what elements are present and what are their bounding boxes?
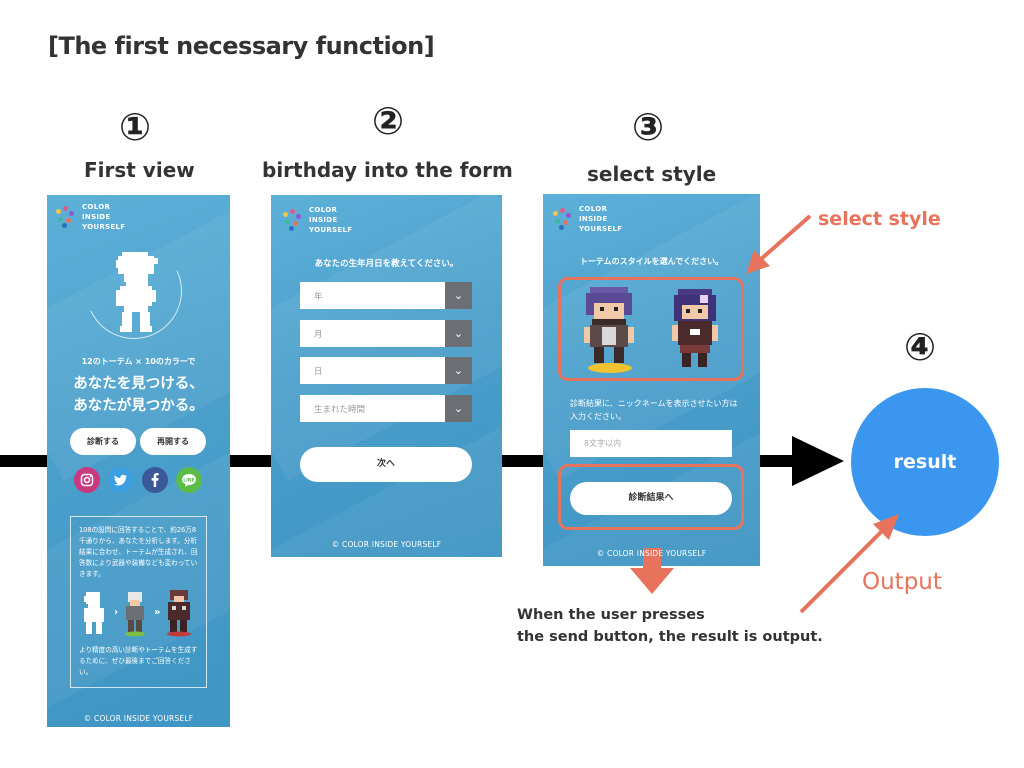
instagram-icon[interactable]	[74, 467, 100, 493]
step-2-label: birthday into the form	[262, 158, 513, 182]
style-option-a[interactable]	[580, 283, 640, 375]
caption-line-2: the send button, the result is output.	[517, 629, 823, 645]
chevron-down-icon: ⌄	[445, 357, 472, 384]
diagnose-button[interactable]: 診断する	[70, 428, 136, 455]
facebook-icon[interactable]	[142, 467, 168, 493]
birth-time-select[interactable]: 生まれた時間 ⌄	[300, 395, 472, 422]
catchphrase-line-2: あなたが見つかる。	[73, 398, 204, 414]
flow-line	[502, 455, 543, 467]
chevron-down-icon: ⌄	[445, 395, 472, 422]
logo: COLOR INSIDE YOURSELF	[551, 204, 622, 234]
footer-copyright: © COLOR INSIDE YOURSELF	[596, 549, 707, 558]
style-options-highlight	[558, 277, 744, 381]
catchphrase-line-1: あなたを見つける、	[73, 376, 204, 392]
logo-line-1: COLOR	[309, 206, 338, 214]
result-circle: result	[851, 388, 999, 536]
svg-text:›: ›	[114, 607, 118, 618]
style-option-b[interactable]	[668, 285, 724, 373]
birthday-question: あなたの生年月日を教えてください。	[314, 259, 459, 269]
day-select-value: 日	[314, 367, 323, 377]
info-note: より精度の高い診断やトーテムを生成するために、ぜひ最後までご回答ください。	[79, 646, 198, 676]
caption-line-1: When the user presses	[517, 607, 705, 623]
resume-button[interactable]: 再開する	[140, 428, 206, 455]
svg-text:LINE: LINE	[183, 477, 194, 483]
select-style-arrow-icon	[746, 214, 812, 274]
page-title: [The first necessary function]	[48, 32, 435, 60]
footer-copyright: © COLOR INSIDE YOURSELF	[331, 540, 442, 549]
step-3-label: select style	[587, 162, 717, 186]
flow-line	[0, 455, 47, 467]
svg-text:»: »	[154, 607, 160, 618]
step-3-number: ③	[632, 105, 665, 149]
logo-line-2: INSIDE	[82, 213, 111, 221]
info-box: 108の設問に回答することで、約26万8千通りから、あなたを分析します。分析結果…	[70, 516, 207, 688]
year-select[interactable]: 年 ⌄	[300, 282, 472, 309]
next-button[interactable]: 次へ	[300, 447, 472, 482]
line-icon[interactable]: LINE	[176, 467, 202, 493]
flow-arrow-icon	[792, 436, 844, 486]
day-select[interactable]: 日 ⌄	[300, 357, 472, 384]
info-description: 108の設問に回答することで、約26万8千通りから、あなたを分析します。分析結果…	[79, 526, 198, 578]
logo-line-3: YOURSELF	[82, 223, 126, 231]
step-1-label: First view	[84, 158, 195, 182]
logo: COLOR INSIDE YOURSELF	[54, 202, 125, 232]
down-arrow-icon	[643, 548, 661, 570]
twitter-icon[interactable]	[108, 467, 134, 493]
submit-highlight	[558, 464, 744, 530]
tagline: 12のトーテム × 10のカラーで	[81, 357, 196, 366]
logo-line-3: YOURSELF	[309, 226, 353, 234]
select-style-annotation: select style	[818, 208, 941, 230]
totem-evolution-figure: › »	[84, 590, 191, 637]
logo: COLOR INSIDE YOURSELF	[281, 205, 352, 235]
result-label: result	[893, 451, 957, 473]
nickname-input[interactable]: 8文字以内	[570, 430, 732, 457]
nickname-input-placeholder: 8文字以内	[584, 439, 622, 448]
month-select[interactable]: 月 ⌄	[300, 320, 472, 347]
logo-line-2: INSIDE	[579, 215, 608, 223]
chevron-down-icon: ⌄	[445, 320, 472, 347]
silhouette-figure-icon	[116, 252, 158, 332]
flow-line	[230, 455, 271, 467]
caption: When the user presses the send button, t…	[517, 604, 823, 648]
step-1-number: ①	[119, 105, 152, 149]
output-arrow-icon	[799, 514, 899, 614]
logo-mark-icon	[551, 208, 573, 230]
birth-time-select-value: 生まれた時間	[314, 405, 366, 415]
logo-mark-icon	[281, 209, 303, 231]
logo-mark-icon	[54, 206, 76, 228]
step-2-number: ②	[372, 99, 405, 143]
style-question: トーテムのスタイルを選んでください。	[579, 257, 724, 266]
chevron-down-icon: ⌄	[445, 282, 472, 309]
down-arrow-head-icon	[630, 568, 674, 594]
nickname-prompt: 診断結果に、ニックネームを表示させたい方は入力ください。	[570, 399, 738, 421]
year-select-value: 年	[314, 292, 323, 302]
footer-copyright: © COLOR INSIDE YOURSELF	[83, 714, 194, 723]
output-annotation: Output	[862, 569, 942, 595]
month-select-value: 月	[314, 330, 323, 340]
logo-line-1: COLOR	[579, 205, 608, 213]
logo-line-1: COLOR	[82, 203, 111, 211]
flow-line	[760, 455, 796, 467]
logo-line-2: INSIDE	[309, 216, 338, 224]
submit-result-button[interactable]: 診断結果へ	[570, 482, 732, 515]
logo-line-3: YOURSELF	[579, 225, 623, 233]
step-4-number: ④	[904, 325, 937, 369]
